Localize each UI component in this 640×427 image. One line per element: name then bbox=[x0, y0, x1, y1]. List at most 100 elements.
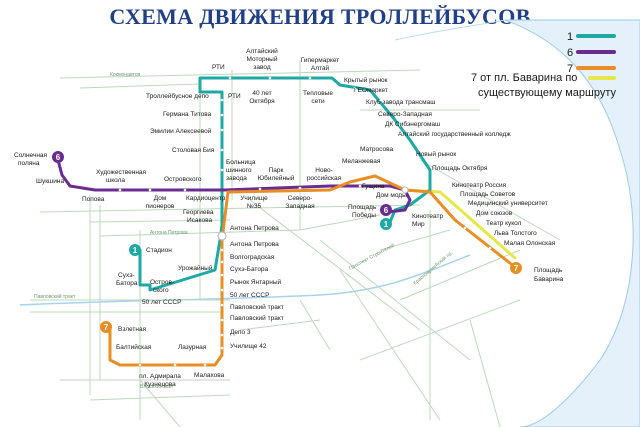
stop-label: сети bbox=[311, 98, 325, 105]
stop-label: ского bbox=[153, 287, 169, 294]
stop-label: Клуб завода трансмаш bbox=[366, 98, 435, 106]
legend-label-route-7-existing: существующему маршруту bbox=[478, 87, 616, 99]
street-label: Павловский тракт bbox=[34, 293, 76, 300]
transfer-hub-marker bbox=[217, 231, 227, 241]
svg-text:7: 7 bbox=[104, 323, 109, 332]
stop-label: РТИ bbox=[228, 93, 241, 100]
stop-dots bbox=[118, 76, 492, 367]
stop-label: Медицинский университет bbox=[468, 199, 548, 207]
stop-label: Кузнецова bbox=[144, 381, 176, 388]
stop-label: Эмилии Алексеевой bbox=[150, 127, 212, 135]
stop-label: Рынок Янтарный bbox=[230, 278, 282, 286]
street-label: Красноармейский пр. bbox=[412, 249, 455, 286]
stop-label: Льва Толстого bbox=[494, 230, 537, 237]
stop-label: Солнечная bbox=[14, 152, 48, 159]
stop-label: Троллейбусное депо bbox=[146, 92, 209, 100]
street-label: Космонавтов bbox=[110, 72, 141, 78]
stop-label: шинного bbox=[226, 167, 252, 174]
stop-label: Юбилейный bbox=[258, 174, 295, 182]
stop-label: Театр кукол bbox=[486, 220, 522, 227]
route-7-line bbox=[108, 174, 517, 367]
stop-label: Сухэ- bbox=[118, 272, 135, 279]
stop-label: Моторный bbox=[247, 55, 278, 63]
stop-label: Северо- bbox=[288, 195, 313, 202]
stop-label: Гипермаркет bbox=[301, 57, 340, 64]
stop-label: Дом союзов bbox=[476, 210, 513, 217]
route-7-badge: 7 bbox=[100, 321, 112, 333]
route-6-badge: 6 bbox=[380, 204, 392, 216]
stop-label: Кинотеатр bbox=[412, 213, 443, 220]
page-title: СХЕМА ДВИЖЕНИЯ ТРОЛЛЕЙБУСОВ bbox=[109, 4, 531, 29]
stop-label: Меланжевая bbox=[342, 158, 381, 165]
stop-label: пл. Адмирала bbox=[139, 373, 181, 380]
stop-label: ДК Сибэнергомаш bbox=[385, 120, 440, 128]
stop-label: Антона Петрова bbox=[230, 241, 279, 248]
stop-label: Попова bbox=[82, 196, 105, 203]
stop-label: Шукшина bbox=[36, 178, 64, 185]
stop-label: Ново- bbox=[315, 167, 332, 174]
legend-label-route-7: 7 bbox=[567, 63, 573, 75]
stop-label: Депо 3 bbox=[230, 329, 251, 336]
stop-label: РТИ bbox=[212, 64, 225, 71]
stop-label: Павловский тракт bbox=[230, 303, 284, 311]
stop-label: ГЕОмаркет bbox=[354, 87, 388, 94]
stop-label: Исакова bbox=[187, 217, 212, 224]
stop-label: Художественная bbox=[96, 169, 147, 176]
stop-label: Малахова bbox=[194, 372, 225, 379]
stop-label: Павловский тракт bbox=[230, 314, 284, 322]
stop-label: Тепловые bbox=[303, 90, 333, 97]
stop-label: 40 лет bbox=[252, 90, 271, 97]
stop-label: Крытый рынок bbox=[344, 76, 388, 84]
street-label: Антона Петрова bbox=[150, 230, 188, 236]
stop-label: завода bbox=[226, 175, 247, 182]
legend-label-route-7-existing: 7 от пл. Баварина по bbox=[471, 72, 577, 84]
stop-label: Кардиоцентр bbox=[186, 195, 226, 202]
stop-label: Парк bbox=[269, 167, 284, 174]
svg-text:1: 1 bbox=[384, 220, 389, 229]
transfer-hub-marker bbox=[401, 186, 409, 194]
stop-label: Площадь bbox=[534, 267, 563, 274]
stop-label: Училище bbox=[240, 195, 268, 202]
stop-label: Площадь Октября bbox=[432, 164, 488, 172]
river-barnaulka bbox=[19, 254, 471, 306]
stop-label: Кинотеатр Россия bbox=[452, 182, 507, 189]
river-outline bbox=[394, 19, 506, 41]
stop-label: Алтайский государственный колледж bbox=[398, 130, 511, 138]
svg-text:1: 1 bbox=[133, 246, 138, 255]
stop-label: Взлетная bbox=[118, 326, 147, 333]
route-6-badge: 6 bbox=[52, 151, 64, 163]
stop-label: Западная bbox=[285, 203, 315, 210]
stop-label: Победы bbox=[352, 211, 376, 219]
route-6-line bbox=[56, 158, 412, 214]
stop-label: №35 bbox=[247, 203, 262, 210]
stop-label: 50 лет СССР bbox=[142, 299, 181, 306]
stop-label: Стадион bbox=[146, 247, 172, 254]
stop-label: поляна bbox=[18, 160, 40, 167]
svg-text:6: 6 bbox=[384, 206, 389, 215]
stop-label: Баварина bbox=[534, 276, 564, 283]
stop-label: Училище 42 bbox=[230, 343, 267, 350]
stop-label: Балтийская bbox=[116, 343, 152, 351]
stop-label: российская bbox=[307, 174, 342, 182]
stop-label: Столовая Бия bbox=[172, 147, 215, 154]
stop-label: Урожайный bbox=[178, 264, 213, 272]
stop-label: Островского bbox=[164, 176, 202, 183]
stop-label: Октября bbox=[249, 97, 275, 105]
stop-label: Алтайский bbox=[246, 47, 278, 55]
route-1-line bbox=[133, 76, 432, 292]
svg-text:6: 6 bbox=[56, 153, 61, 162]
stop-label: Алтай bbox=[311, 64, 330, 72]
stop-label: 50 лет СССР bbox=[230, 292, 269, 299]
stop-label: Площадь Советов bbox=[460, 191, 516, 198]
stop-label: Мир bbox=[412, 221, 425, 228]
stop-label: Матросова bbox=[360, 146, 393, 153]
stop-label: Площадь bbox=[348, 204, 377, 211]
stop-label: Германа Титова bbox=[163, 111, 212, 118]
stop-label: Георгиева bbox=[183, 209, 214, 216]
stop-label: Дом моды bbox=[376, 192, 407, 199]
stop-label: Батора bbox=[116, 280, 138, 287]
stop-label: Малая Олонская bbox=[504, 240, 556, 247]
route-1-badge: 1 bbox=[129, 244, 141, 256]
stop-label: Больница bbox=[226, 159, 256, 166]
